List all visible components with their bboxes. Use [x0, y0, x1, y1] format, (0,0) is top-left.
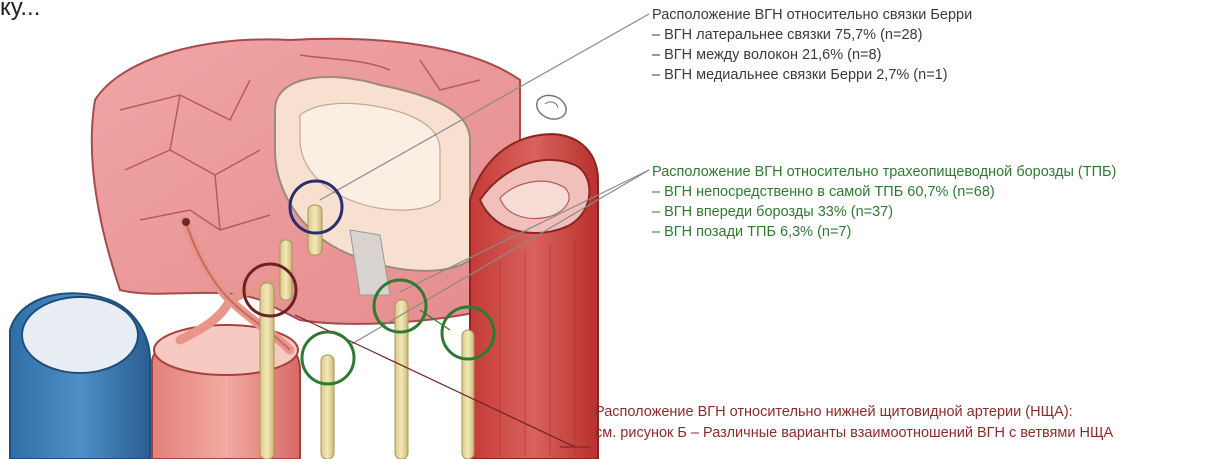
berry-title: Расположение ВГН относительно связки Бер… — [652, 5, 972, 25]
berry-item: – ВГН латеральнее связки 75,7% (n=28) — [652, 25, 972, 45]
tpb-item: – ВГН впереди борозды 33% (n=37) — [652, 202, 1116, 222]
vein-vessel — [10, 293, 150, 459]
tpb-title: Расположение ВГН относительно трахеопище… — [652, 162, 1116, 182]
tpb-annotation: Расположение ВГН относительно трахеопище… — [652, 162, 1116, 242]
nsha-annotation: Расположение ВГН относительно нижней щит… — [595, 402, 1113, 444]
berry-ligament-annotation: Расположение ВГН относительно связки Бер… — [652, 5, 972, 85]
nsha-line: см. рисунок Б – Различные варианты взаим… — [595, 423, 1113, 444]
parathyroid-detail — [537, 95, 566, 119]
carotid-artery — [152, 325, 300, 459]
berry-item: – ВГН между волокон 21,6% (n=8) — [652, 45, 972, 65]
tpb-item: – ВГН непосредственно в самой ТПБ 60,7% … — [652, 182, 1116, 202]
berry-item: – ВГН медиальнее связки Берри 2,7% (n=1) — [652, 65, 972, 85]
esophagus — [470, 134, 598, 459]
tpb-item: – ВГН позади ТПБ 6,3% (n=7) — [652, 222, 1116, 242]
nsha-line: Расположение ВГН относительно нижней щит… — [595, 402, 1113, 423]
